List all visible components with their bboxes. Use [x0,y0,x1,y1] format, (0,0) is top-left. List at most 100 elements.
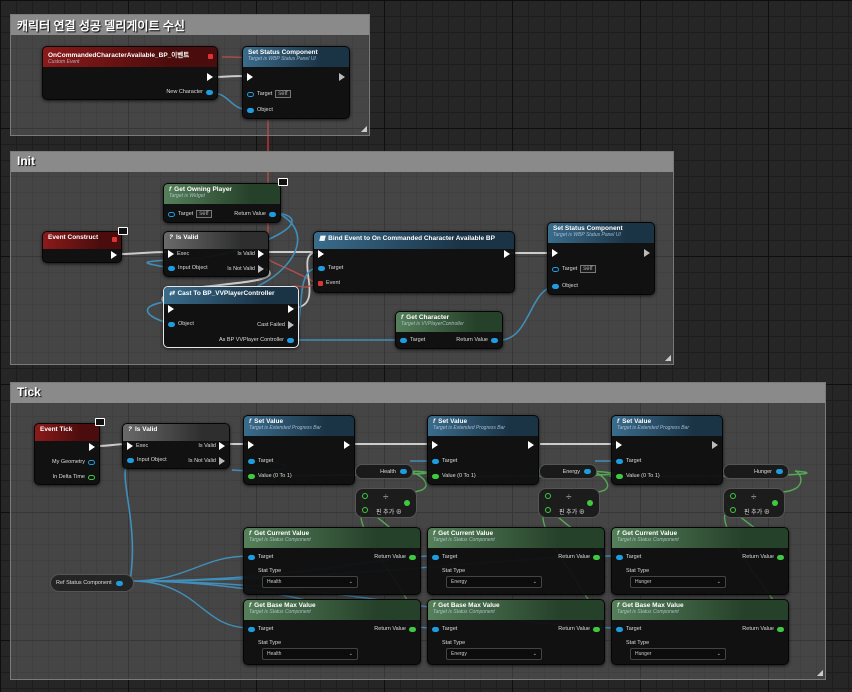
exec-pin-icon[interactable] [318,250,324,258]
target-pin[interactable]: Target [400,337,425,343]
delegate-pin[interactable] [112,237,117,242]
object-pin-icon[interactable] [127,457,134,463]
self-field[interactable]: self [580,265,596,273]
exec-pin-icon[interactable] [207,73,213,81]
is-valid-node[interactable]: ?Is Valid Exec Is Valid Input Object Is … [122,423,230,469]
cast-node[interactable]: ⇄Cast To BP_VVPlayerController Object Ca… [163,286,299,348]
object-pin-icon[interactable] [168,211,175,217]
resize-handle-icon[interactable]: ◢ [360,124,367,133]
resize-handle-icon[interactable]: ◢ [664,353,671,362]
object-pin-icon[interactable] [432,458,439,464]
bind-event-node[interactable]: ▦Bind Event to On Commanded Character Av… [313,231,515,293]
divide-node[interactable]: ÷ 핀 추가 ⊕ [723,488,785,518]
exec-pin-icon[interactable] [616,441,622,449]
energy-bar-variable[interactable]: Energy [539,464,597,479]
return-value-pin[interactable]: Return Value [742,554,784,560]
exec-in[interactable] [168,305,174,313]
exec-pin-icon[interactable] [168,305,174,313]
float-pin-icon[interactable] [404,500,410,506]
target-pin[interactable]: Target [616,458,641,464]
object-pin-icon[interactable] [616,626,623,632]
object-pin-icon[interactable] [248,626,255,632]
object-pin-icon[interactable] [247,91,254,97]
exec-pin-icon[interactable] [288,305,294,313]
exec-pin-icon[interactable] [552,249,558,257]
is-not-valid-out[interactable]: Is Not Valid [188,457,225,465]
exec-pin-icon[interactable] [247,73,253,81]
object-pin-icon[interactable] [616,554,623,560]
delta-time-pin[interactable]: In Delta Time [53,474,95,480]
event-pin[interactable]: Event [318,280,340,286]
exec-pin-icon[interactable] [432,441,438,449]
add-pin-button[interactable]: 핀 추가 ⊕ [376,510,402,516]
delegate-pin[interactable] [208,54,213,59]
exec-pin-icon[interactable] [258,265,264,273]
float-pin-icon[interactable] [777,554,784,560]
float-pin-icon[interactable] [88,474,95,480]
add-pin-button[interactable]: 핀 추가 ⊕ [744,510,770,516]
comment-title[interactable]: Tick [11,383,825,403]
object-pin-icon[interactable] [432,554,439,560]
exec-out[interactable] [207,73,213,81]
float-pin-icon[interactable] [593,554,600,560]
float-pin-icon[interactable] [545,493,551,499]
exec-pin-icon[interactable] [89,443,95,451]
exec-out[interactable] [712,441,718,449]
struct-pin-icon[interactable] [88,459,95,465]
object-pin-icon[interactable] [491,337,498,343]
object-pin-icon[interactable] [287,337,294,343]
object-pin-icon[interactable] [248,458,255,464]
target-pin[interactable]: Target [432,458,457,464]
return-value-pin[interactable]: Return Value [456,337,498,343]
exec-in[interactable]: Exec [127,442,148,450]
resize-handle-icon[interactable]: ◢ [816,668,823,677]
object-pin[interactable]: Object [552,283,578,289]
comment-title[interactable]: 캐릭터 연결 성공 델리게이트 수신 [11,15,369,35]
object-pin-icon[interactable] [206,89,213,95]
health-bar-variable[interactable]: Health [355,464,413,479]
stat-type-dropdown[interactable]: Energy⌄ [446,648,542,660]
self-field[interactable]: self [196,210,212,218]
object-pin-icon[interactable] [584,469,591,474]
exec-pin-icon[interactable] [504,250,510,258]
return-value-pin[interactable]: Return Value [742,626,784,632]
exec-in[interactable] [432,441,438,449]
exec-pin-icon[interactable] [111,251,117,259]
return-value-pin[interactable]: Return Value [234,211,276,217]
ref-status-component-variable[interactable]: Ref Status Component [50,574,134,592]
object-pin-icon[interactable] [269,211,276,217]
self-field[interactable]: self [275,90,291,98]
cast-failed-out[interactable]: Cast Failed [257,321,294,329]
exec-pin-icon[interactable] [258,250,264,258]
as-controller-pin[interactable]: As BP VVPlayer Controller [219,337,294,343]
event-tick-node[interactable]: Event Tick My Geometry In Delta Time [34,423,100,485]
object-pin-icon[interactable] [318,265,325,271]
delegate-pin-icon[interactable] [318,280,323,286]
target-pin[interactable]: Target [248,554,273,560]
exec-out[interactable] [528,441,534,449]
return-value-pin[interactable]: Return Value [558,626,600,632]
stat-type-dropdown[interactable]: Hunger⌄ [630,648,726,660]
set-status-component-node[interactable]: Set Status Component Target is WBP Statu… [242,46,350,119]
float-pin-icon[interactable] [409,554,416,560]
add-pin-button[interactable]: 핀 추가 ⊕ [559,510,585,516]
return-value-pin[interactable]: Return Value [558,554,600,560]
hunger-bar-variable[interactable]: Hunger [723,464,789,479]
exec-in[interactable] [248,441,254,449]
target-pin[interactable]: Target [318,265,343,271]
stat-type-dropdown[interactable]: Health⌄ [262,576,358,588]
object-pin-icon[interactable] [168,321,175,327]
exec-out[interactable] [288,305,294,313]
float-pin-icon[interactable] [616,473,623,479]
exec-pin-icon[interactable] [712,441,718,449]
float-pin-icon[interactable] [730,493,736,499]
is-valid-out[interactable]: Is Valid [198,442,225,450]
object-pin-icon[interactable] [432,626,439,632]
event-construct-node[interactable]: Event Construct [42,231,122,263]
float-pin-icon[interactable] [587,500,593,506]
